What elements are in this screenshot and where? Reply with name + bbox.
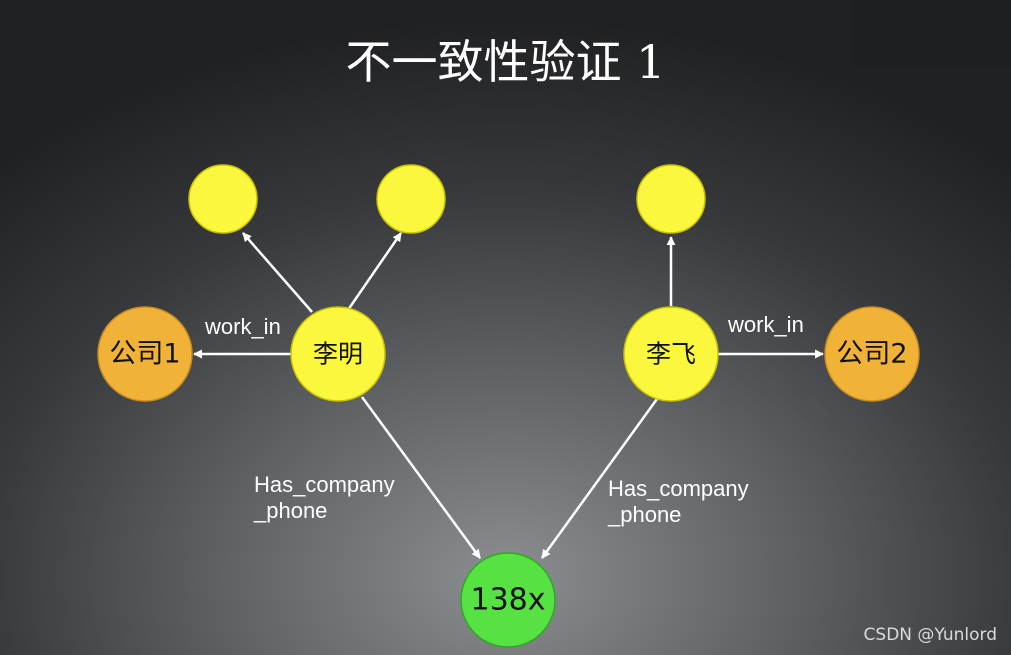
node-liming [290,306,386,402]
slide-title: 不一致性验证 1 [345,35,666,89]
node-label-company2: 公司2 [836,339,907,370]
edge-lifei-to-phone [540,398,659,559]
node-company1 [97,306,193,402]
edge-liming-to-n2 [346,232,403,311]
node-label-liming: 李明 [313,340,363,369]
edge-liming-to-phone [360,396,482,559]
watermark: CSDN @Yunlord [863,625,997,645]
edge-label-lifei-to-company2: work_in [727,312,804,337]
node-lifei [623,306,719,402]
node-label-lifei: 李飞 [646,340,696,369]
corner-overlay [852,0,1011,66]
node-n3 [636,164,706,234]
edge-liming-to-n1 [242,232,313,313]
edge-label-liming-to-phone: Has_company_phone [253,472,395,523]
node-company2 [824,306,920,402]
node-phone [460,552,556,648]
node-label-company1: 公司1 [109,339,180,370]
edge-label-liming-to-company1: work_in [204,314,281,339]
node-label-phone: 138x [470,583,545,618]
node-n2 [376,164,446,234]
edge-label-lifei-to-phone: Has_company_phone [607,476,749,527]
node-n1 [188,164,258,234]
